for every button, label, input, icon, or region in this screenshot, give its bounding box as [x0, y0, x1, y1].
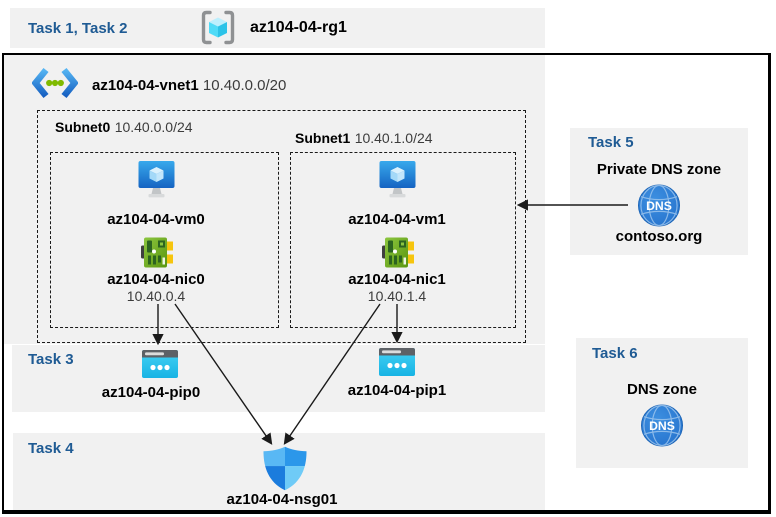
nic0-ip: 10.40.0.4	[126, 288, 186, 304]
vnet-label: az104-04-vnet1 10.40.0.0/20	[92, 77, 286, 94]
nic-icon	[382, 237, 414, 268]
dns-icon-text: DNS	[646, 199, 672, 213]
subnet1-name: Subnet1	[295, 130, 351, 146]
nic1-name: az104-04-nic1	[348, 271, 446, 288]
dns-zone-title: DNS zone	[626, 381, 697, 398]
task6-label: Task 6	[592, 345, 638, 362]
task1-task2-panel: Task 1, Task 2	[10, 8, 545, 48]
private-dns-zone-name: contoso.org	[615, 228, 703, 245]
nsg-shield-icon	[263, 446, 307, 491]
nic0-name: az104-04-nic0	[107, 271, 205, 288]
subnet1-label: Subnet1 10.40.1.0/24	[295, 130, 433, 148]
nsg-name: az104-04-nsg01	[226, 491, 338, 508]
subnet0-inner-dashed-box	[50, 152, 279, 328]
resource-group-name: az104-04-rg1	[250, 19, 347, 36]
task3-label: Task 3	[28, 351, 74, 368]
vm0-name: az104-04-vm0	[107, 211, 205, 228]
subnet0-label: Subnet0 10.40.0.0/24	[55, 119, 193, 137]
vnet-icon	[32, 67, 78, 99]
task4-label: Task 4	[28, 440, 74, 457]
pip1-name: az104-04-pip1	[347, 382, 447, 399]
vm-icon	[379, 161, 416, 198]
subnet0-cidr: 10.40.0.0/24	[114, 119, 193, 135]
vnet-area	[4, 55, 545, 344]
resource-group-icon	[201, 10, 235, 45]
task1-task2-label: Task 1, Task 2	[28, 19, 128, 37]
vm-icon	[138, 161, 175, 198]
dns-icon: DNS	[637, 184, 681, 227]
private-dns-zone-title: Private DNS zone	[596, 161, 722, 178]
public-ip-icon	[379, 348, 415, 376]
subnet1-inner-dashed-box	[290, 152, 516, 328]
task3-panel	[12, 345, 545, 412]
vnet-name: az104-04-vnet1	[92, 77, 199, 94]
task5-label: Task 5	[588, 134, 634, 151]
subnet1-cidr: 10.40.1.0/24	[354, 130, 433, 146]
nic-icon	[141, 237, 173, 268]
public-ip-icon	[142, 350, 178, 378]
dns-icon: DNS	[640, 404, 684, 447]
nic1-ip: 10.40.1.4	[367, 288, 427, 304]
subnet0-name: Subnet0	[55, 119, 111, 135]
subnets-outer-dashed-box	[37, 110, 526, 343]
pip0-name: az104-04-pip0	[101, 384, 201, 401]
vnet-cidr: 10.40.0.0/20	[202, 77, 287, 94]
vm1-name: az104-04-vm1	[348, 211, 446, 228]
dns-icon-text: DNS	[649, 419, 675, 433]
